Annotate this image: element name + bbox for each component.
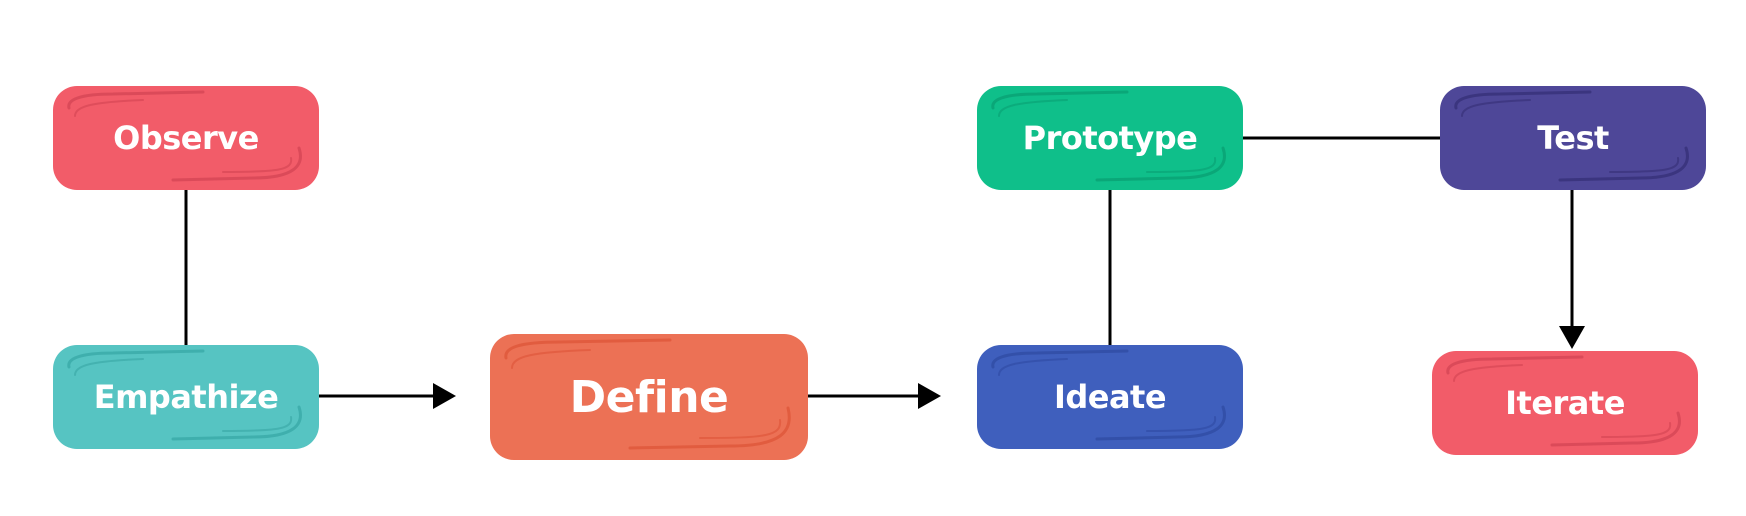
node-label: Prototype [1022,119,1198,157]
node-iterate: Iterate [1432,351,1698,455]
sketch-texture [504,338,791,450]
node-label: Define [569,371,729,423]
node-label: Iterate [1505,384,1625,422]
sketch-texture [991,90,1226,182]
arrowhead-iterate [1559,326,1585,349]
sketch-texture [991,349,1226,441]
node-label: Empathize [93,378,279,416]
node-label: Ideate [1053,378,1167,416]
node-prototype: Prototype [977,86,1243,190]
sketch-texture [67,90,302,182]
node-label: Observe [113,119,259,157]
arrowhead-define [433,383,456,409]
sketch-texture [1446,355,1681,447]
sketch-texture [67,349,302,441]
node-label: Test [1537,119,1609,157]
arrowhead-ideate [918,383,941,409]
node-empathize: Empathize [53,345,319,449]
node-observe: Observe [53,86,319,190]
node-ideate: Ideate [977,345,1243,449]
sketch-texture [1454,90,1689,182]
node-define: Define [490,334,808,460]
node-test: Test [1440,86,1706,190]
